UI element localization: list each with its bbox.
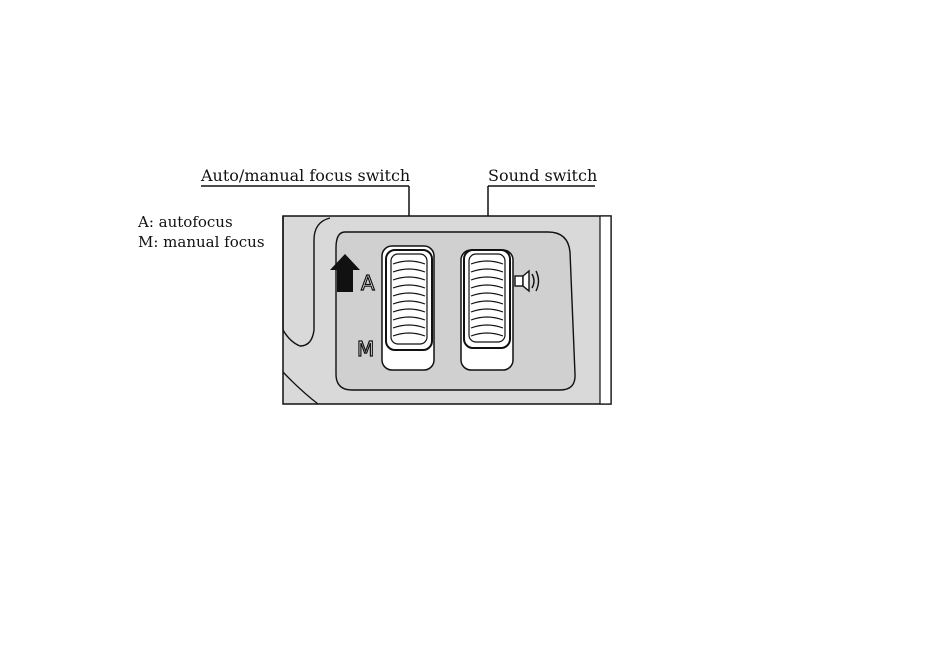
- af-switch[interactable]: [382, 246, 434, 370]
- camera-panel: [283, 216, 611, 404]
- mark-m: M: [357, 337, 374, 361]
- mark-a: A: [361, 271, 375, 295]
- sound-switch[interactable]: [461, 250, 513, 370]
